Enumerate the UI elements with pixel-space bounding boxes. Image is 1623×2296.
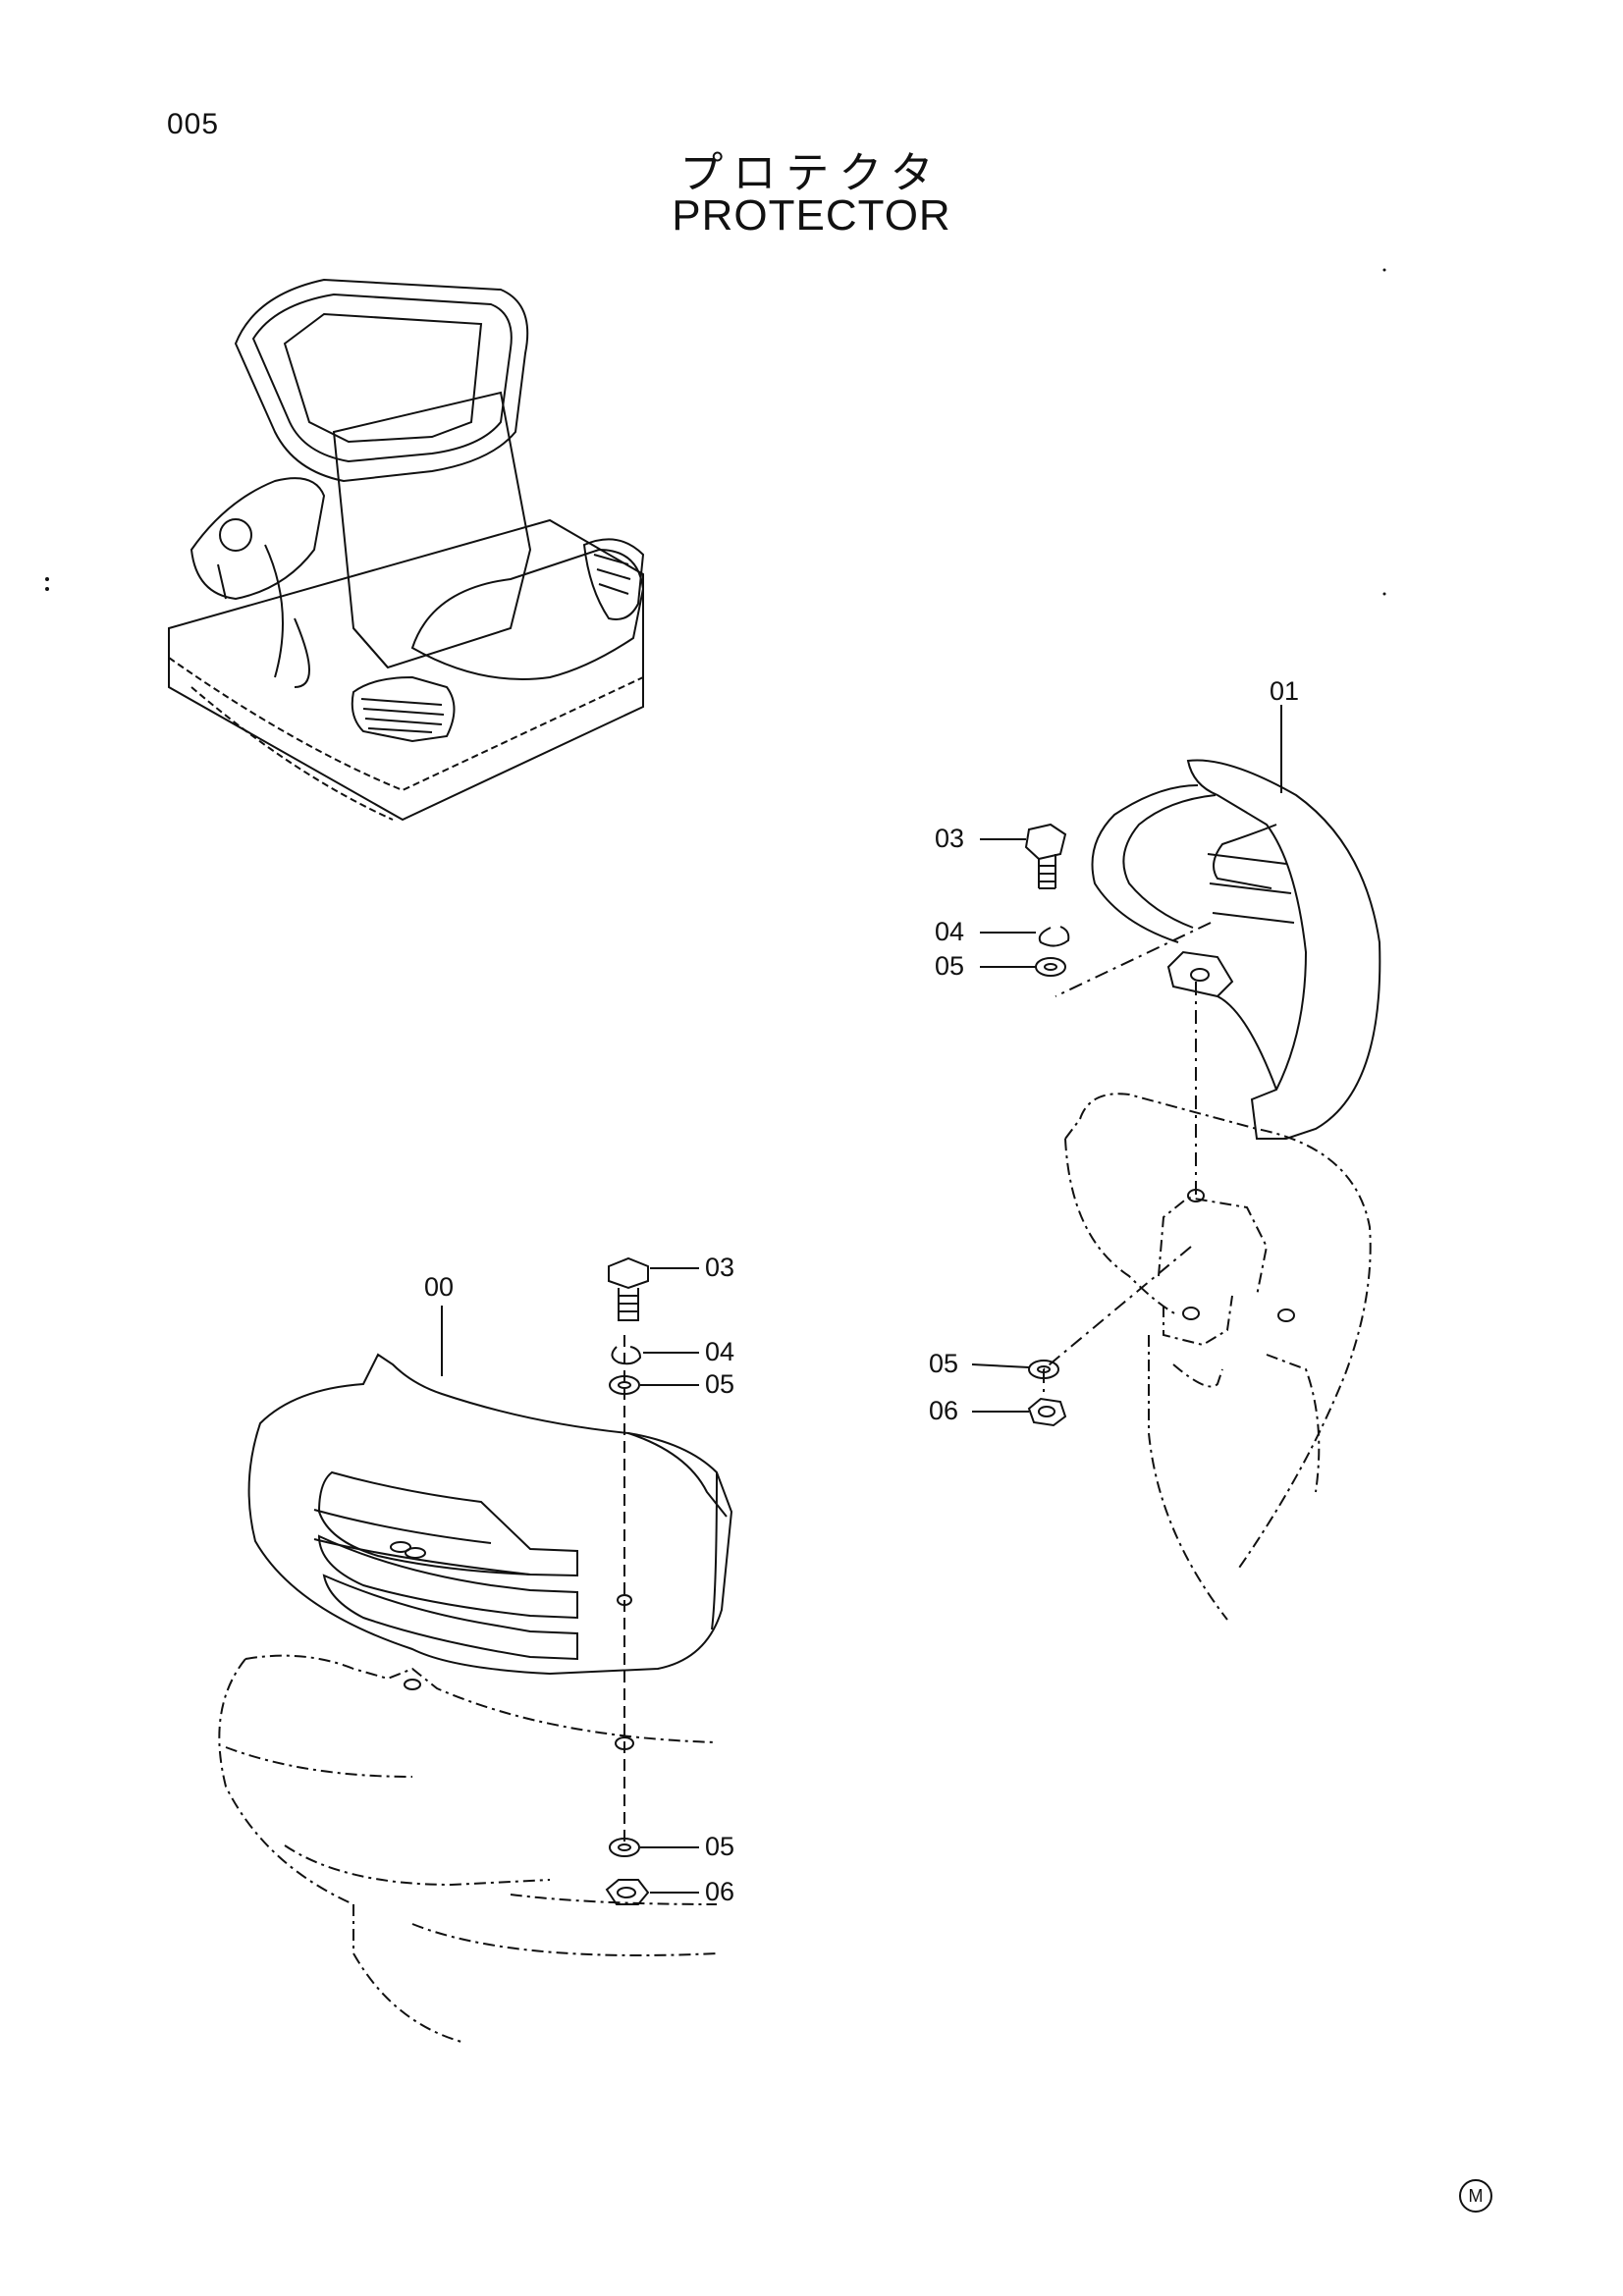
circled-m-mark: M bbox=[1459, 2179, 1492, 2213]
callout-05-right-lower: 05 bbox=[929, 1349, 958, 1378]
callout-05-left-upper: 05 bbox=[705, 1369, 734, 1399]
exploded-view-right bbox=[971, 705, 1381, 1621]
callout-06-right: 06 bbox=[929, 1396, 958, 1425]
title-japanese: プロテクタ bbox=[679, 148, 944, 198]
title-english: PROTECTOR bbox=[672, 191, 951, 240]
callout-05-right-upper: 05 bbox=[935, 951, 964, 981]
callout-03-right: 03 bbox=[935, 824, 964, 853]
callout-00: 00 bbox=[424, 1272, 454, 1302]
scan-specks bbox=[45, 268, 1386, 596]
callout-05-left-lower: 05 bbox=[705, 1832, 734, 1861]
callout-06-left: 06 bbox=[705, 1877, 734, 1906]
exploded-view-left bbox=[218, 1256, 733, 2043]
page-number: 005 bbox=[167, 108, 220, 140]
callout-04-right: 04 bbox=[935, 917, 964, 946]
machine-overview bbox=[168, 278, 645, 822]
callouts-right: 01 03 04 05 05 06 bbox=[929, 676, 1299, 1425]
callout-04-left: 04 bbox=[705, 1337, 734, 1366]
callout-03-left: 03 bbox=[705, 1253, 734, 1282]
callouts-left: 00 03 04 05 05 06 bbox=[424, 1253, 734, 1906]
callout-01: 01 bbox=[1270, 676, 1299, 706]
